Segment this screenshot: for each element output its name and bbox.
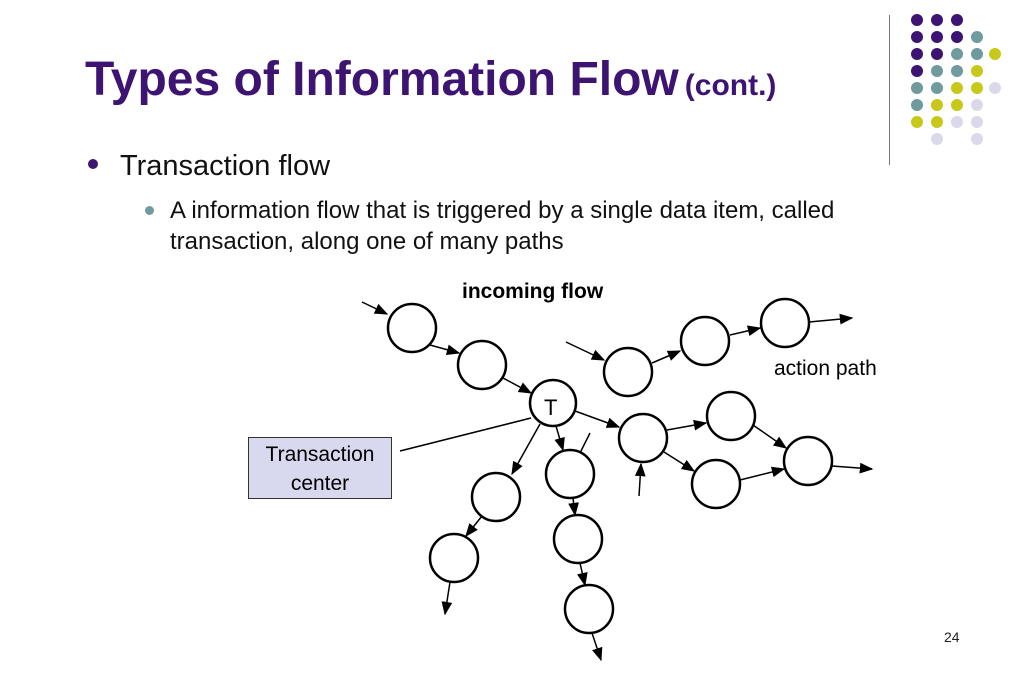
node-8	[690, 458, 742, 510]
action-path-label: action path	[774, 357, 877, 380]
incoming-flow-label: incoming flow	[462, 280, 604, 303]
node-4	[679, 315, 731, 367]
node-6	[617, 412, 669, 464]
slide-title: Types of Information Flow(cont.)	[85, 52, 776, 107]
node-10	[470, 471, 522, 523]
slide-title-main: Types of Information Flow	[85, 53, 679, 106]
node-7	[705, 390, 757, 442]
bullet-level2-text: A information flow that is triggered by …	[170, 197, 835, 255]
page-number: 24	[944, 629, 960, 645]
diagram-arrows	[361, 301, 874, 662]
node-9	[782, 435, 834, 487]
bullet-level2: A information flow that is triggered by …	[145, 195, 835, 257]
bullet-level1-text: Transaction flow	[120, 150, 331, 182]
transaction-center-line2: center	[290, 472, 350, 495]
node-5	[759, 297, 811, 349]
vertical-divider	[889, 15, 890, 165]
node-12	[428, 532, 480, 584]
bullet-dot-icon	[88, 159, 98, 170]
transaction-center-line1: Transaction	[265, 443, 375, 466]
node-13	[552, 513, 604, 565]
bullet-level1: Transaction flow	[88, 150, 330, 183]
node-3	[602, 346, 654, 398]
sub-bullet-dot-icon	[145, 206, 154, 215]
transaction-node-label: T	[544, 395, 558, 420]
transaction-node	[528, 378, 578, 428]
node-14	[563, 583, 615, 635]
node-11	[544, 448, 596, 500]
transaction-center-box: Transaction center	[248, 437, 392, 499]
dot-grid-dots	[911, 14, 1001, 145]
node-1	[386, 302, 438, 354]
slide-title-suffix: (cont.)	[684, 69, 777, 102]
node-2	[456, 339, 508, 391]
